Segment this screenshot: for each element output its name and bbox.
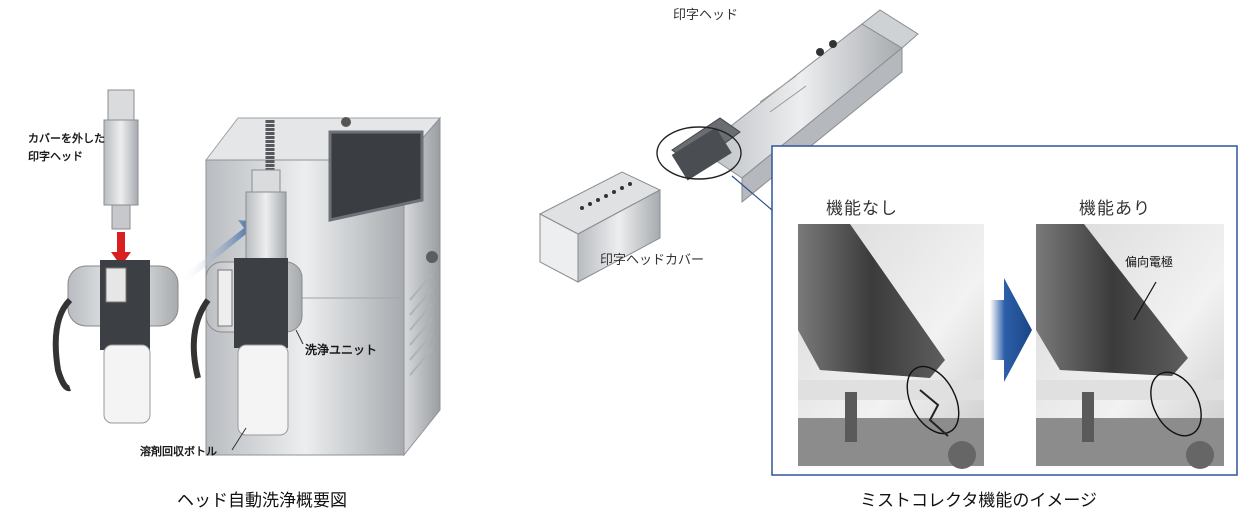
cleaning-unit-left xyxy=(52,260,179,424)
print-head-left xyxy=(103,89,139,230)
label-deflection-electrode: 偏向電極 xyxy=(1125,255,1174,269)
photo-without xyxy=(798,224,984,466)
red-arrow xyxy=(111,232,131,266)
cleaning-unit-right xyxy=(190,258,303,436)
photo-title-with: 機能あり xyxy=(1079,199,1151,219)
label-solvent-bottle: 溶剤回収ボトル xyxy=(140,445,217,458)
label-cleaning-unit: 洗浄ユニット xyxy=(305,343,378,357)
label-head-no-cover: カバーを外した 印字ヘッド xyxy=(28,130,105,166)
caption-head-cleaning: ヘッド自動洗浄概要図 xyxy=(177,491,347,511)
label-print-head-cover: 印字ヘッドカバー xyxy=(600,253,705,268)
label-print-head: 印字ヘッド xyxy=(673,8,739,23)
photo-with xyxy=(1036,224,1224,469)
photo-title-without: 機能なし xyxy=(826,199,898,219)
caption-mist-collector: ミストコレクタ機能のイメージ xyxy=(860,491,1097,511)
print-head-cover xyxy=(538,171,662,283)
label-head-no-cover-line1: カバーを外した xyxy=(28,132,105,145)
print-head-right xyxy=(245,169,287,263)
label-head-no-cover-line2: 印字ヘッド xyxy=(28,150,83,163)
